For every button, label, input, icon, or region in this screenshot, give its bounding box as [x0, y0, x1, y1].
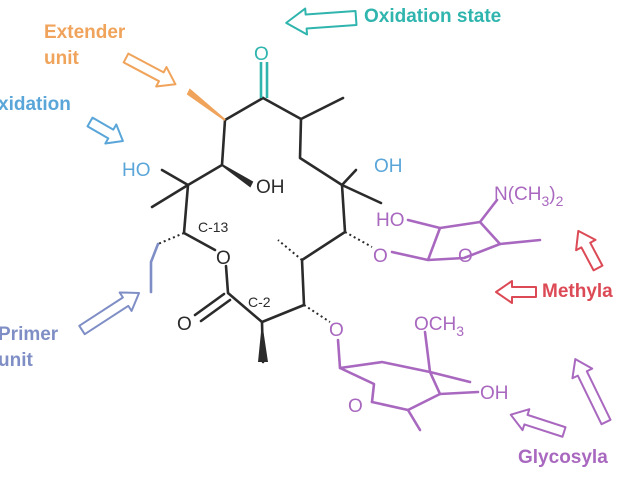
oxidation-state-label: Oxidation state	[364, 6, 501, 27]
extender-methyl-wedge	[186, 88, 226, 121]
primer-chain	[149, 242, 160, 294]
extender-label-line2: unit	[44, 48, 79, 69]
c13-label: C-13	[198, 219, 229, 235]
primer-label-line2: unit	[0, 350, 33, 371]
hashed-bonds	[157, 231, 373, 323]
glycosylation-label: Glycosyla	[518, 447, 608, 468]
oxidation-state-arrow	[285, 7, 358, 36]
ho-13-label: HO	[122, 160, 151, 181]
hydroxyl-bonds	[150, 168, 190, 209]
oh-6-label: OH	[374, 156, 403, 177]
desosamine-link-oxygen: O	[373, 246, 388, 267]
extender-label-line1: Extender	[44, 22, 126, 43]
desosamine-ho-label: HO	[376, 210, 405, 231]
ketone-oxygen: O	[254, 44, 269, 65]
c2-methyl-wedge	[258, 322, 268, 362]
ring-oxygen: O	[216, 248, 231, 269]
extender-arrow	[122, 52, 177, 88]
cladinose-ring-oxygen: O	[348, 396, 363, 417]
cladinose-link-oxygen: O	[329, 320, 344, 341]
c2-label: C-2	[248, 294, 271, 310]
cladinose-sugar	[336, 330, 480, 432]
lactone-carbonyl-oxygen: O	[177, 314, 192, 335]
methoxy-label: OCH3	[414, 314, 464, 339]
oh-12-label: OH	[256, 177, 285, 198]
oxidation-label: xidation	[0, 94, 71, 115]
methylation-label: Methyla	[542, 281, 613, 302]
primer-label-line1: Primer	[0, 324, 59, 345]
methylation-arrow-up	[575, 229, 604, 272]
desosamine-ring-oxygen: O	[458, 246, 473, 267]
glycosylation-arrow-up	[571, 358, 612, 426]
glycosylation-arrow-left	[509, 408, 567, 438]
ketone-group: O	[254, 44, 269, 98]
desosamine-sugar	[390, 198, 542, 262]
oh-12-wedge	[221, 164, 254, 188]
dimethylamino-label: N(CH3)2	[494, 184, 564, 209]
primer-arrow	[78, 291, 141, 336]
cladinose-oh-label: OH	[480, 383, 509, 404]
methylation-arrow-left	[495, 280, 537, 304]
oxidation-arrow	[86, 116, 124, 145]
